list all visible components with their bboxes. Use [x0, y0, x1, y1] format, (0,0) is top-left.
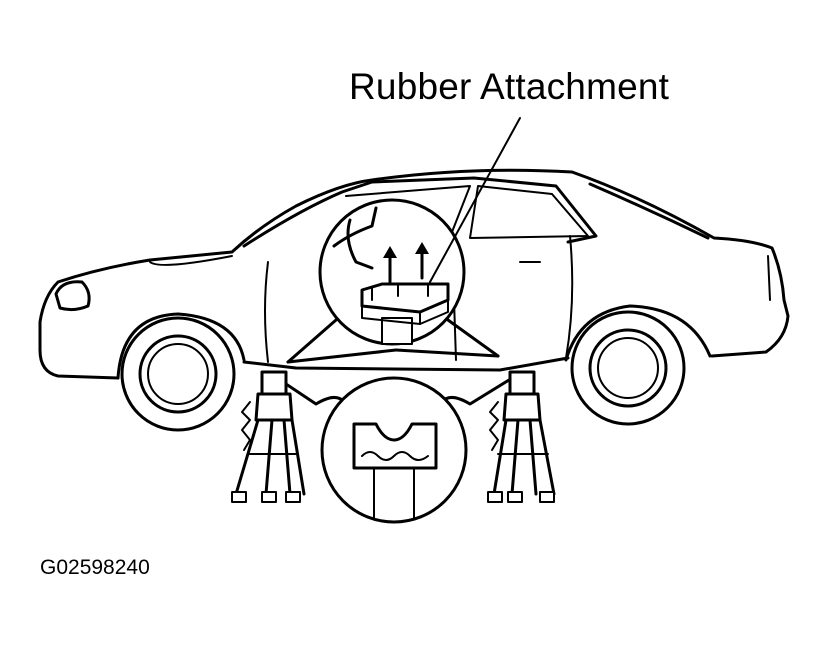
callout-leader-line: [429, 117, 521, 283]
front-wheel: [120, 316, 236, 432]
detail-circle-attachment: [286, 198, 500, 364]
detail-circle-saddle: [266, 370, 524, 524]
right-jack-stand: [487, 370, 556, 503]
figure-code: G02598240: [40, 556, 150, 579]
callout-label: Rubber Attachment: [349, 66, 670, 107]
left-jack-stand: [231, 370, 306, 503]
rear-wheel: [570, 310, 686, 426]
